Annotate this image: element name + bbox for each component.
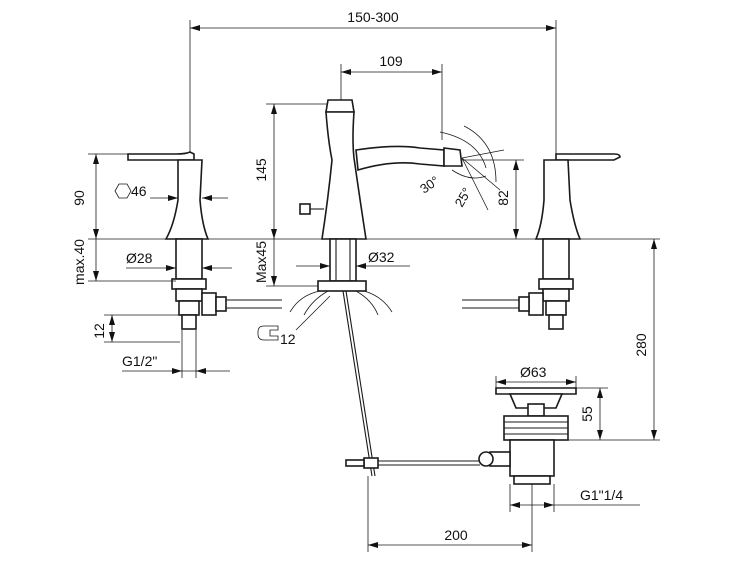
deck-thickness-left-dimension: max.40 bbox=[71, 239, 176, 285]
hex-size-dimension: 46 bbox=[114, 183, 228, 201]
pop-up-drain bbox=[345, 387, 577, 485]
valve-shank-dimension: Ø28 bbox=[126, 250, 232, 271]
wrench-size-callout: 12 bbox=[257, 295, 331, 347]
spray-angle-dimension: 30° 25° bbox=[417, 125, 505, 211]
deck-thickness-center-label: Max45 bbox=[253, 241, 269, 283]
spout-height-dimension: 145 bbox=[253, 103, 328, 239]
left-valve bbox=[127, 151, 282, 330]
spout-mixer bbox=[289, 99, 463, 477]
angle-b-label: 25° bbox=[452, 185, 475, 210]
svg-text:Ø28: Ø28 bbox=[126, 250, 153, 266]
drain-depth-label: 280 bbox=[633, 333, 649, 357]
drain-diameter-label: 63 bbox=[531, 364, 547, 380]
spray-height-label: 82 bbox=[495, 190, 511, 206]
hexagon-icon bbox=[114, 183, 132, 199]
handle-height-label: 90 bbox=[71, 190, 87, 206]
spout-shank-dimension: Ø32 bbox=[296, 249, 410, 269]
spout-reach-label: 109 bbox=[379, 53, 403, 69]
diameter-symbol: Ø bbox=[368, 249, 379, 265]
diameter-symbol: Ø bbox=[126, 250, 137, 266]
inlet-thread-dimension: G1/2" bbox=[122, 330, 230, 378]
rod-length-label: 200 bbox=[444, 527, 468, 543]
drain-thread-label: G1"1/4 bbox=[580, 487, 623, 503]
wrench-size-label: 12 bbox=[280, 331, 296, 347]
angle-a-label: 30° bbox=[417, 173, 442, 197]
spout-shank-label: 32 bbox=[379, 249, 395, 265]
spout-reach-dimension: 109 bbox=[340, 53, 443, 140]
overall-width-dimension: 150-300 bbox=[189, 9, 557, 160]
drain-diameter-dimension: Ø63 bbox=[495, 364, 577, 390]
deck-thickness-center-dimension: Max45 bbox=[253, 239, 318, 287]
spray-height-dimension: 82 bbox=[462, 159, 524, 239]
hex-size-label: 46 bbox=[131, 183, 147, 199]
valve-shank-label: 28 bbox=[137, 250, 153, 266]
spout-height-label: 145 bbox=[253, 158, 269, 182]
drain-thread-dimension: G1"1/4 bbox=[509, 484, 640, 512]
inlet-length-dimension: 12 bbox=[91, 314, 180, 343]
overall-width-label: 150-300 bbox=[347, 9, 399, 25]
drain-height-label: 55 bbox=[579, 406, 595, 422]
drain-depth-dimension: 280 bbox=[633, 239, 657, 440]
svg-text:Ø63: Ø63 bbox=[520, 364, 547, 380]
drain-height-dimension: 55 bbox=[568, 387, 660, 441]
deck-thickness-left-label: max.40 bbox=[71, 239, 87, 285]
wrench-icon bbox=[257, 325, 279, 341]
diameter-symbol: Ø bbox=[520, 364, 531, 380]
rod-length-dimension: 200 bbox=[367, 476, 533, 552]
handle-height-dimension: 90 bbox=[71, 153, 176, 239]
inlet-thread-label: G1/2" bbox=[122, 353, 157, 369]
svg-text:Ø32: Ø32 bbox=[368, 249, 395, 265]
inlet-length-label: 12 bbox=[91, 323, 107, 339]
right-valve bbox=[462, 153, 621, 330]
